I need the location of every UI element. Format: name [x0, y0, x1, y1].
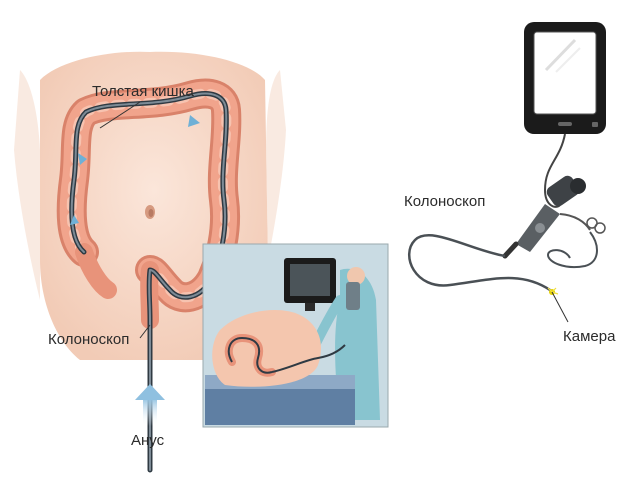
label-colonoscope-right: Колоноскоп — [404, 193, 485, 210]
up-arrow-icon — [135, 384, 165, 426]
monitor-icon — [524, 22, 606, 134]
procedure-scene — [203, 244, 388, 427]
label-colonoscope-left: Колоноскоп — [48, 331, 129, 348]
colonoscope-device — [409, 22, 606, 322]
leader-line-camera — [552, 292, 568, 322]
label-camera: Камера — [563, 328, 615, 345]
label-anus: Анус — [131, 432, 164, 449]
label-large-intestine: Толстая кишка — [92, 83, 194, 100]
